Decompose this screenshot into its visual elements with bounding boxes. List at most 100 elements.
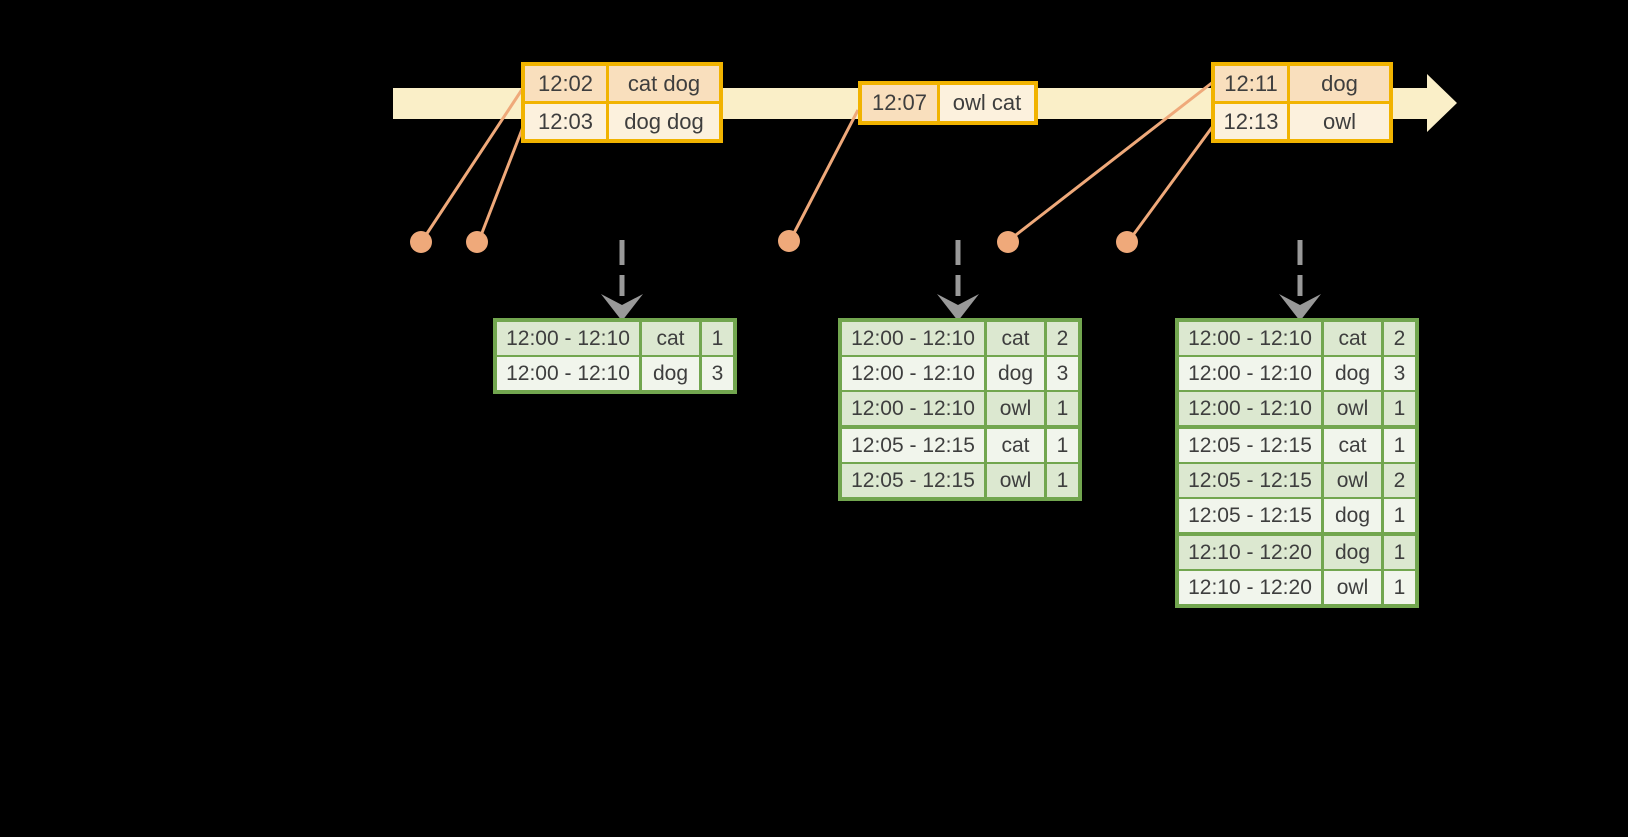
window-cell: 12:05 - 12:15 [838, 425, 987, 464]
event-time-cell: 12:03 [521, 101, 609, 143]
word-cell: dog [639, 355, 702, 393]
word-cell: dog [984, 355, 1047, 392]
trigger-arrow-3 [1279, 240, 1321, 321]
timeline-arrowhead-icon [1427, 74, 1457, 132]
trigger-arrowhead-icon [601, 294, 643, 321]
word-cell: dog [1321, 497, 1384, 535]
word-cell: cat [639, 319, 702, 357]
window-cell: 12:00 - 12:10 [1175, 319, 1324, 357]
window-cell: 12:00 - 12:10 [493, 355, 642, 393]
event-words-cell: cat dog [606, 62, 723, 104]
word-cell: cat [1321, 425, 1384, 464]
connector-line-12-07 [790, 109, 860, 238]
count-cell: 1 [1381, 532, 1419, 571]
connector-line-12-02 [422, 87, 525, 239]
count-cell: 1 [1044, 462, 1082, 500]
count-cell: 1 [1381, 497, 1419, 535]
window-cell: 12:00 - 12:10 [838, 390, 987, 428]
count-cell: 2 [1044, 319, 1082, 357]
word-cell: owl [1321, 569, 1384, 607]
event-dot-12-07 [778, 230, 800, 252]
count-cell: 1 [1381, 425, 1419, 464]
word-cell: owl [984, 462, 1047, 500]
trigger-arrowhead-icon [937, 294, 979, 321]
connector-lines [422, 80, 1215, 240]
word-cell: owl [1321, 462, 1384, 499]
event-dot-12-02 [410, 231, 432, 253]
word-cell: owl [984, 390, 1047, 428]
word-cell: cat [984, 319, 1047, 357]
window-cell: 12:00 - 12:10 [493, 319, 642, 357]
word-cell: cat [984, 425, 1047, 464]
trigger-arrow-1 [601, 240, 643, 321]
window-cell: 12:05 - 12:15 [838, 462, 987, 500]
event-time-cell: 12:11 [1211, 62, 1290, 104]
window-cell: 12:05 - 12:15 [1175, 462, 1324, 499]
event-dot-12-13 [1116, 231, 1138, 253]
trigger-arrows [601, 240, 1321, 321]
event-time-cell: 12:13 [1211, 101, 1290, 143]
count-cell: 3 [1044, 355, 1082, 392]
event-words-cell: owl [1287, 101, 1393, 143]
count-cell: 2 [1381, 319, 1419, 357]
connector-line-12-03 [478, 126, 525, 239]
event-time-cell: 12:02 [521, 62, 609, 104]
count-cell: 3 [699, 355, 737, 393]
window-cell: 12:10 - 12:20 [1175, 532, 1324, 571]
count-cell: 1 [1381, 569, 1419, 607]
event-time-cell: 12:07 [858, 81, 940, 125]
count-cell: 1 [1381, 390, 1419, 428]
connector-line-12-11 [1011, 80, 1214, 240]
event-dot-12-11 [997, 231, 1019, 253]
event-dots [410, 230, 1138, 253]
count-cell: 1 [1044, 425, 1082, 464]
word-cell: owl [1321, 390, 1384, 428]
count-cell: 1 [1044, 390, 1082, 428]
trigger-arrow-2 [937, 240, 979, 321]
event-words-cell: dog dog [606, 101, 723, 143]
event-words-cell: owl cat [937, 81, 1038, 125]
word-cell: cat [1321, 319, 1384, 357]
count-cell: 3 [1381, 355, 1419, 392]
window-cell: 12:10 - 12:20 [1175, 569, 1324, 607]
connector-line-12-13 [1129, 125, 1215, 239]
word-cell: dog [1321, 532, 1384, 571]
window-cell: 12:00 - 12:10 [1175, 390, 1324, 428]
window-cell: 12:00 - 12:10 [838, 319, 987, 357]
word-cell: dog [1321, 355, 1384, 392]
window-cell: 12:05 - 12:15 [1175, 497, 1324, 535]
window-cell: 12:00 - 12:10 [838, 355, 987, 392]
window-cell: 12:00 - 12:10 [1175, 355, 1324, 392]
event-words-cell: dog [1287, 62, 1393, 104]
window-cell: 12:05 - 12:15 [1175, 425, 1324, 464]
event-dot-12-03 [466, 231, 488, 253]
count-cell: 2 [1381, 462, 1419, 499]
